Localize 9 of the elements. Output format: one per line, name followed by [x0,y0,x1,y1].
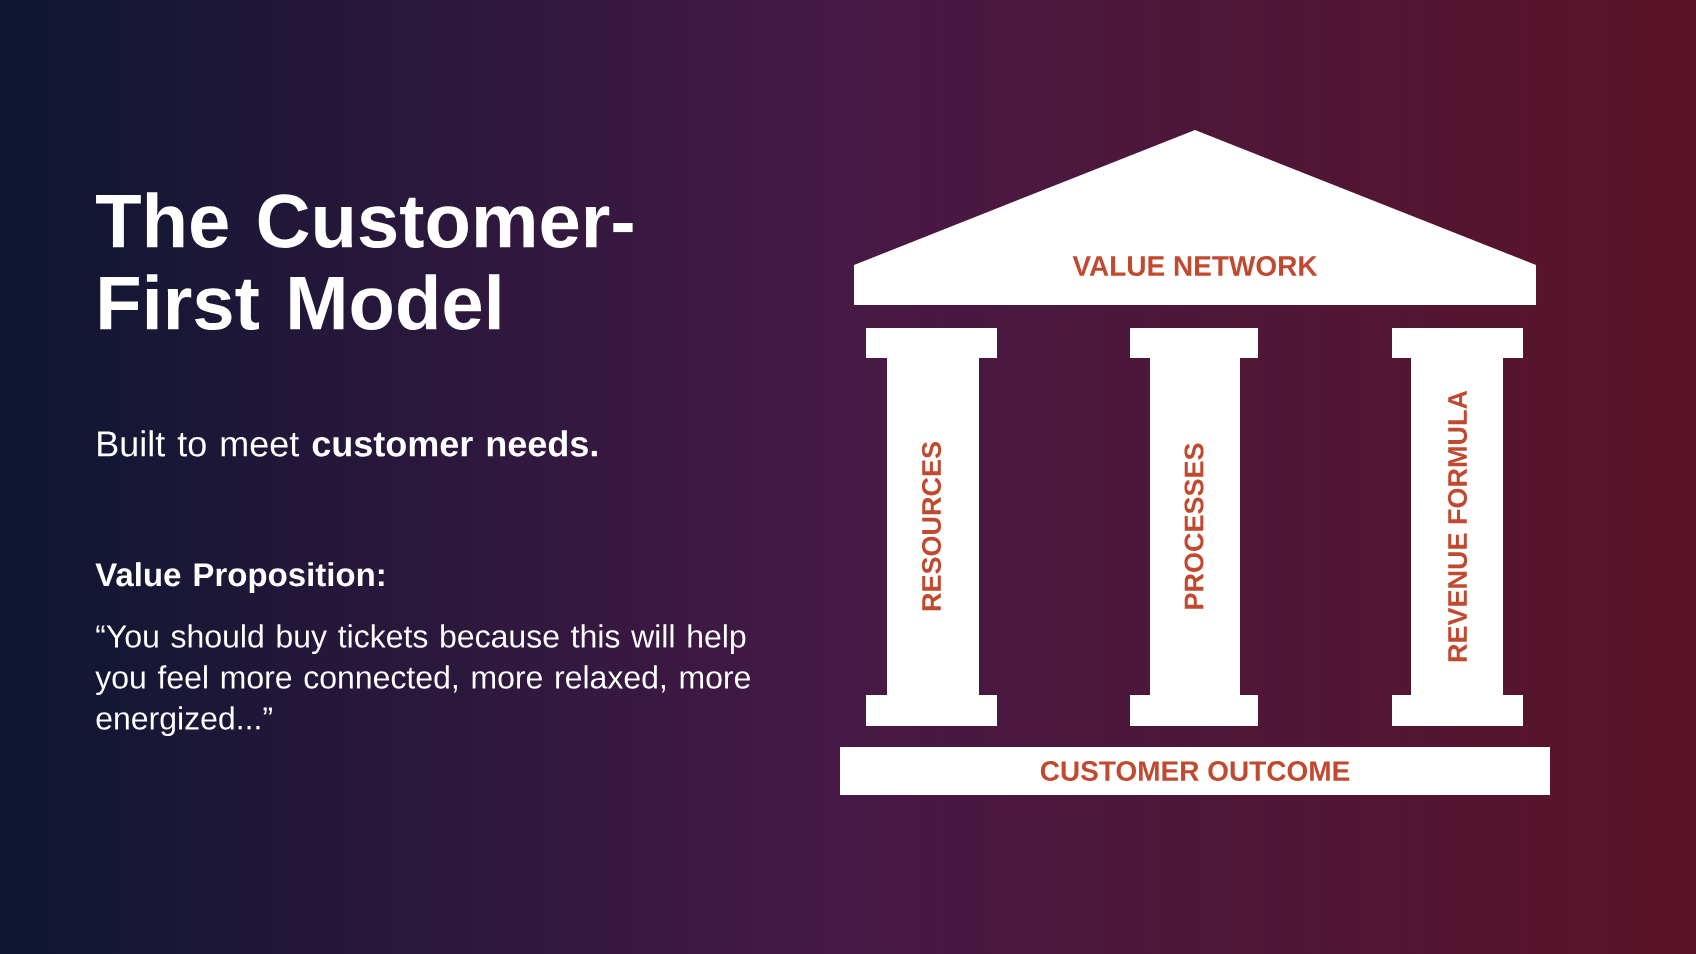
subtitle: Built to meet customer needs. [98,430,597,457]
roof: VALUE NETWORK [854,130,1536,305]
pillar: PROCESSES [1130,328,1258,726]
heading: Value Proposition: [95,562,384,593]
quote: “You should buy tickets because this will help you feel more connected, more relaxed, more energized...” [95,624,750,736]
pillar: RESOURCES [866,328,997,726]
pillar: REVENUE FORMULA [1392,328,1523,726]
title: The Customer-First Model [96,192,633,330]
foundation: CUSTOMER OUTCOME [840,747,1550,795]
